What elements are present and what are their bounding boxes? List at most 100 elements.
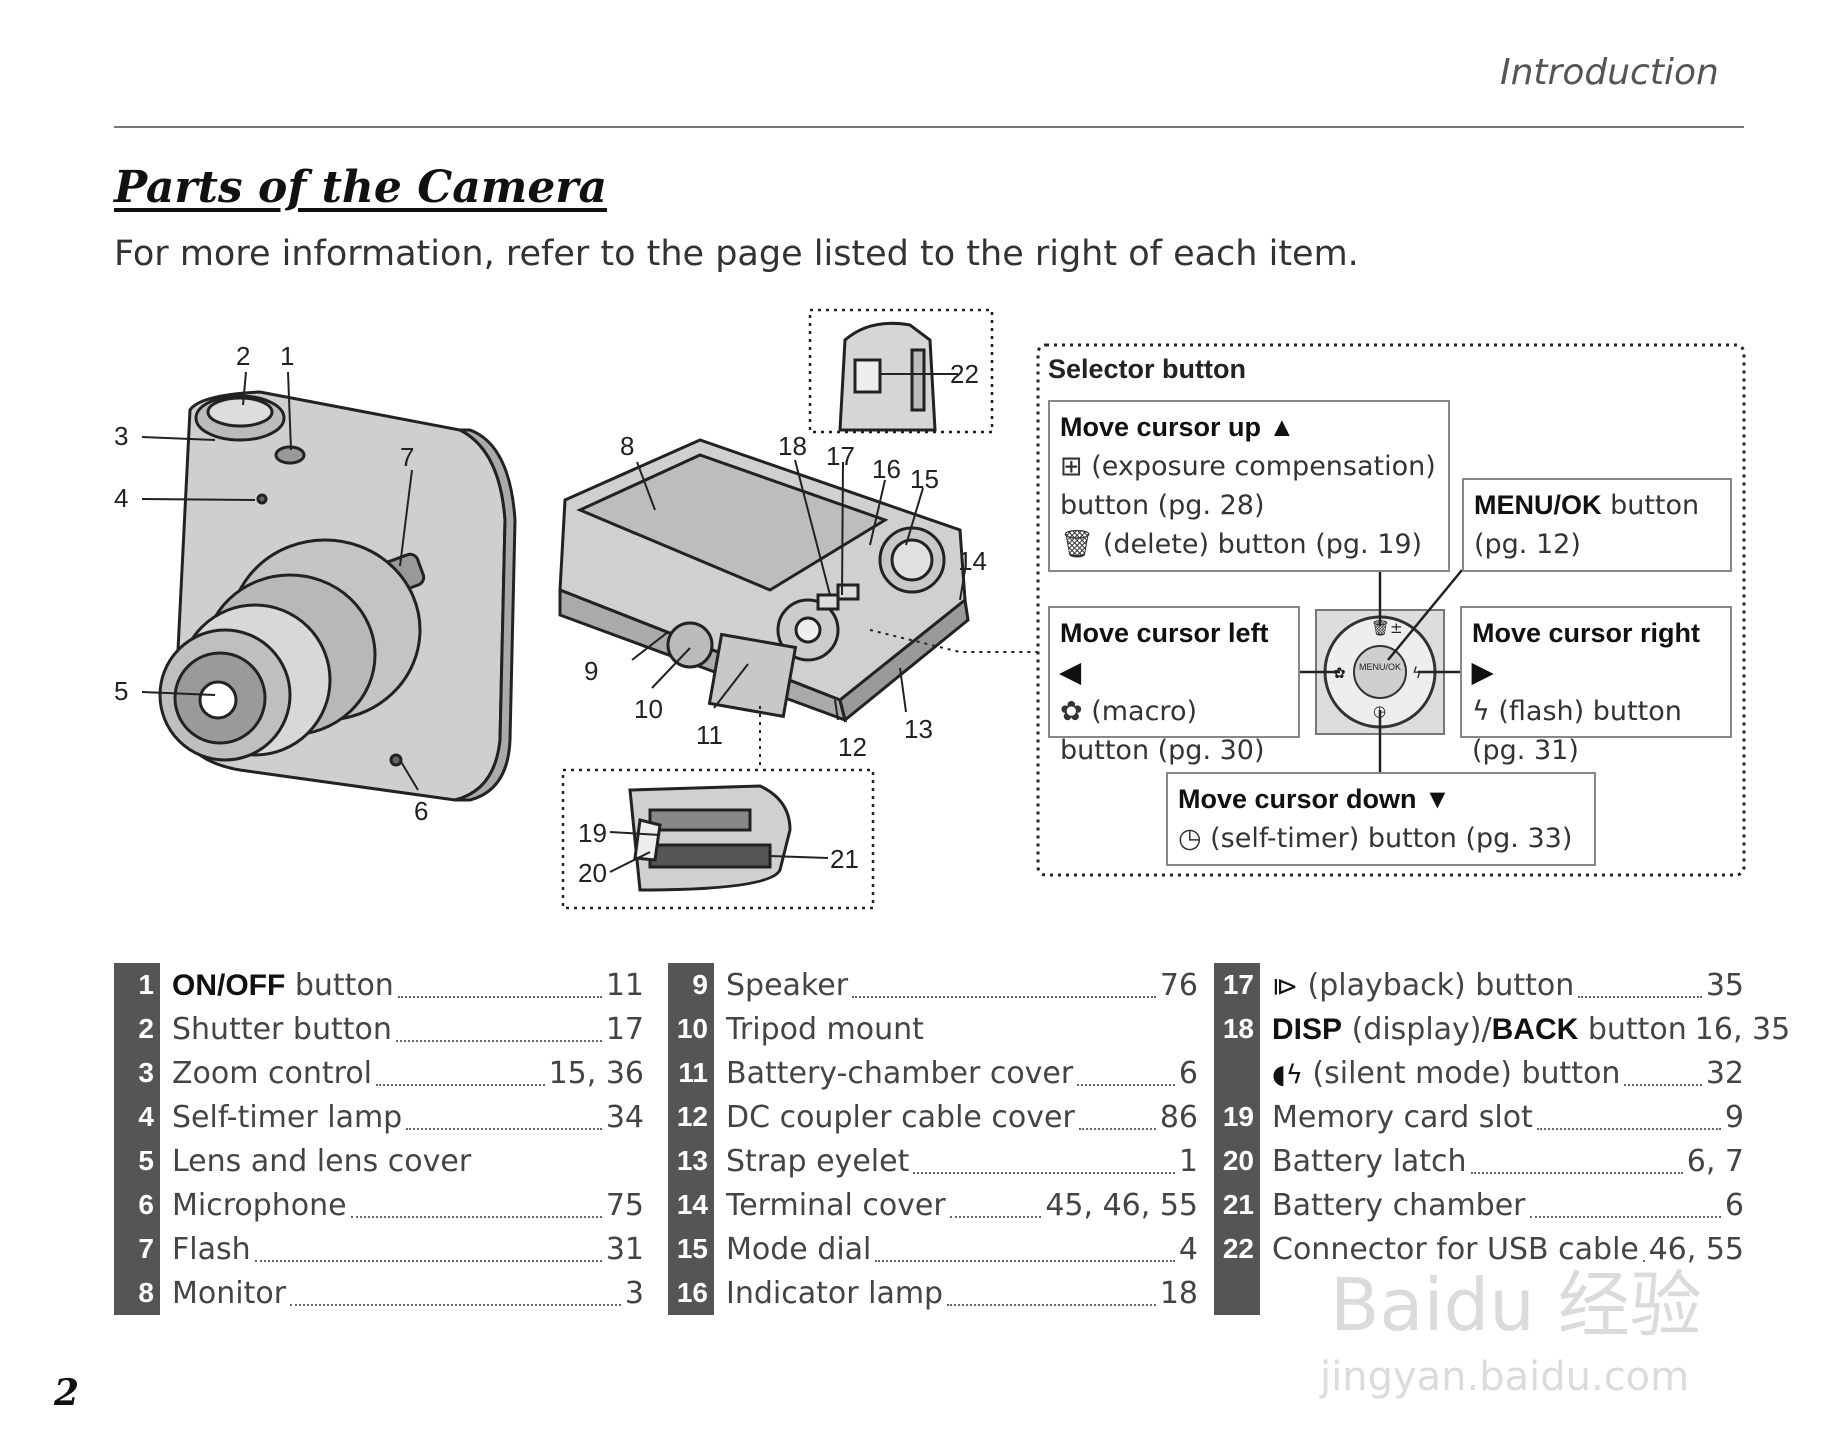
part-page: 16, 35 <box>1694 1011 1791 1047</box>
part-page: 6 <box>1178 1055 1198 1091</box>
leader-dots <box>875 1260 1175 1262</box>
callout-box-down: Move cursor down ▼ ◷ (self-timer) button… <box>1166 772 1596 866</box>
callout-14: 14 <box>958 546 987 576</box>
callout-11: 11 <box>696 720 723 750</box>
part-number: 16 <box>668 1271 714 1315</box>
leader-dots <box>397 996 602 998</box>
battery-inset-illustration <box>628 784 792 892</box>
leader-dots <box>913 1172 1175 1174</box>
selector-title: Selector button <box>1048 354 1247 384</box>
section-header: Introduction <box>1500 52 1719 93</box>
left-line1: (macro) <box>1082 696 1197 727</box>
leader-dots <box>1624 1084 1702 1086</box>
part-page: 32 <box>1705 1055 1744 1091</box>
part-number: 21 <box>1214 1183 1260 1227</box>
leader-dots <box>1642 1260 1645 1262</box>
part-label: Tripod mount <box>726 1011 924 1047</box>
part-number: 11 <box>668 1051 714 1095</box>
part-number <box>1214 1271 1260 1315</box>
left-heading: Move cursor left ◀ <box>1060 618 1269 687</box>
part-number: 22 <box>1214 1227 1260 1271</box>
callout-18: 18 <box>778 431 807 461</box>
part-page: 9 <box>1724 1099 1744 1135</box>
callout-4: 4 <box>114 483 128 513</box>
up-heading: Move cursor up ▲ <box>1060 412 1296 442</box>
callout-box-left: Move cursor left ◀ ✿ (macro) button (pg.… <box>1048 606 1300 766</box>
part-number <box>1214 1051 1260 1095</box>
part-bold: DISP <box>1272 1012 1343 1046</box>
part-page: 46, 55 <box>1648 1231 1744 1267</box>
part-number: 6 <box>114 1183 160 1227</box>
callout-box-up: Move cursor up ▲ ⊞ (exposure compensatio… <box>1048 400 1450 572</box>
flash-icon: ϟ <box>1472 696 1490 727</box>
part-page: 15, 36 <box>548 1055 644 1091</box>
back-callout-lines <box>631 459 966 721</box>
leader-dots <box>1578 996 1702 998</box>
leader-dots <box>852 996 1156 998</box>
part-bold: ON/OFF <box>172 968 286 1002</box>
leader-dots <box>949 1216 1042 1218</box>
playback-icon: ⧐ <box>1272 971 1298 1002</box>
callout-17: 17 <box>826 441 855 471</box>
self-timer-icon: ◷ <box>1178 823 1202 854</box>
dial-center-label: MENU/OK <box>1359 662 1401 672</box>
leader-dots <box>1536 1128 1721 1130</box>
callout-22: 22 <box>950 359 979 389</box>
exposure-icon: ⊞ <box>1060 451 1083 482</box>
watermark-url: jingyan.baidu.com <box>1319 1354 1689 1400</box>
part-label: button <box>285 967 394 1003</box>
callout-2: 2 <box>236 341 250 371</box>
part-page: 3 <box>624 1275 644 1311</box>
part-number: 19 <box>1214 1095 1260 1139</box>
part-page: 11 <box>605 967 644 1003</box>
part-page: 35 <box>1705 967 1744 1003</box>
part-label: Battery chamber <box>1272 1187 1526 1223</box>
part-page: 6 <box>1724 1187 1744 1223</box>
part-label: Memory card slot <box>1272 1099 1533 1135</box>
callout-15: 15 <box>910 464 939 494</box>
part-number: 12 <box>668 1095 714 1139</box>
part-label: Strap eyelet <box>726 1143 910 1179</box>
menu-rest: button <box>1601 490 1700 521</box>
part-number: 18 <box>1214 1007 1260 1051</box>
part-label: Flash <box>172 1231 251 1267</box>
leader-dots <box>1078 1128 1156 1130</box>
callout-10: 10 <box>634 694 663 724</box>
part-page: 76 <box>1159 967 1198 1003</box>
macro-icon: ✿ <box>1060 696 1083 727</box>
leader-dots <box>1077 1084 1175 1086</box>
part-number: 1 <box>114 963 160 1007</box>
part-number: 14 <box>668 1183 714 1227</box>
callout-21: 21 <box>830 844 859 874</box>
watermark-brand: Baidu 经验 <box>1330 1263 1702 1347</box>
part-page: 75 <box>605 1187 644 1223</box>
part-label: Speaker <box>726 967 849 1003</box>
parts-row: 1 ON/OFF button 11 <box>114 963 644 1007</box>
part-number: 13 <box>668 1139 714 1183</box>
menu-bold: MENU/OK <box>1474 490 1602 520</box>
part-bold-2: BACK <box>1491 1012 1579 1046</box>
callout-7: 7 <box>400 442 414 472</box>
leader-dots <box>1470 1172 1683 1174</box>
callout-box-menu: MENU/OK button (pg. 12) <box>1462 478 1732 572</box>
part-page: 17 <box>605 1011 644 1047</box>
part-number: 15 <box>668 1227 714 1271</box>
callout-box-right: Move cursor right ▶ ϟ (flash) button (pg… <box>1460 606 1732 766</box>
part-label: (display)/ <box>1342 1011 1492 1047</box>
part-label: (silent mode) button <box>1302 1055 1621 1091</box>
header-rule <box>114 126 1744 128</box>
page-number: 2 <box>54 1372 80 1414</box>
part-number: 5 <box>114 1139 160 1183</box>
part-label: DC coupler cable cover <box>726 1099 1075 1135</box>
parts-row: 21 Battery chamber 6 <box>1214 1183 1744 1227</box>
